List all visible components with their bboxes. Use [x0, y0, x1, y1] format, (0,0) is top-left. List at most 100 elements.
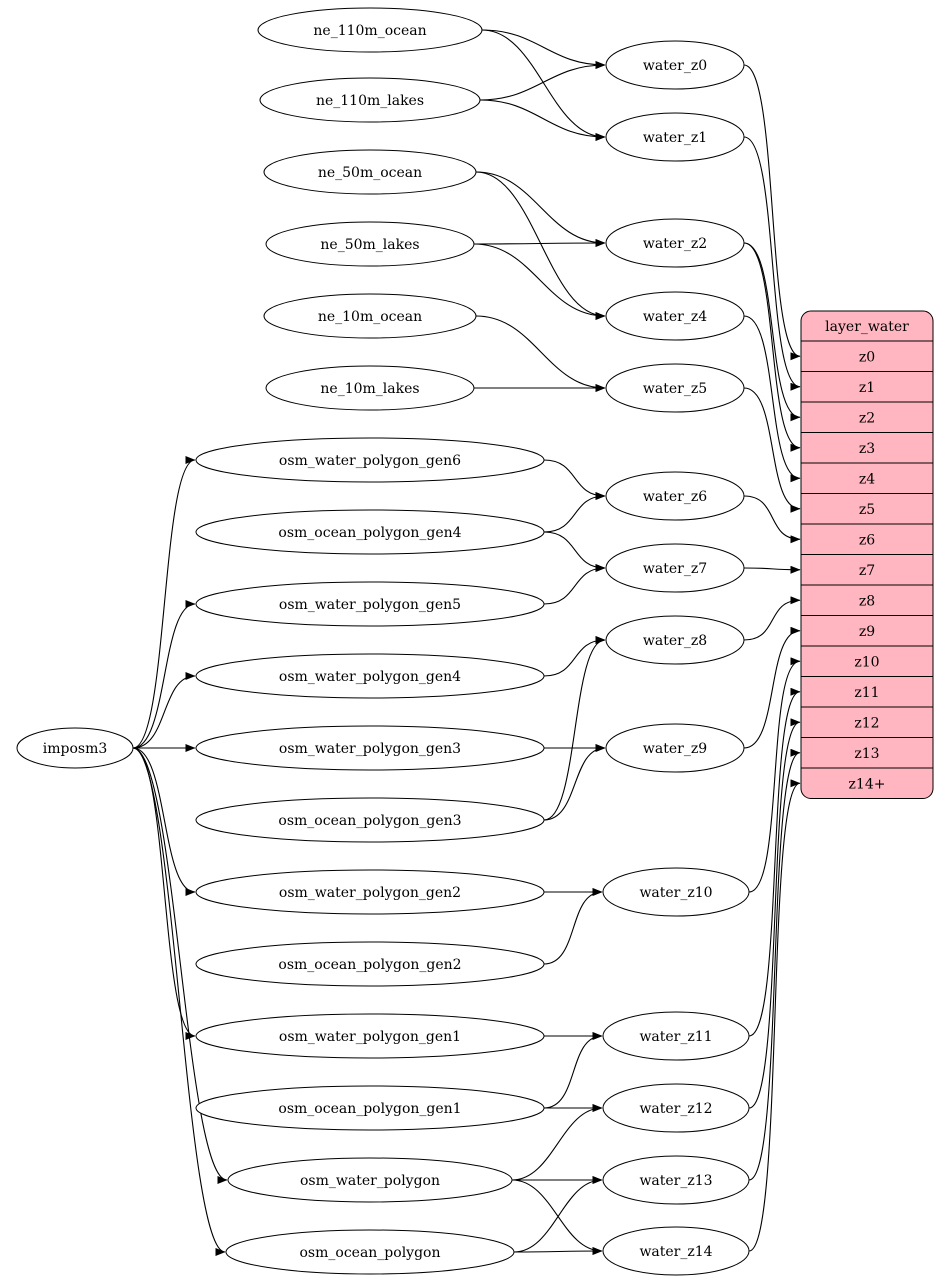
node-shape: [257, 7, 483, 53]
table-row-z7: z7: [859, 563, 875, 579]
edge-osm_ocean_polygon_gen2-to-water_z10: [543, 888, 603, 965]
node-label: ne_50m_ocean: [318, 165, 422, 181]
node-shape: [265, 365, 475, 411]
table-row-z0: z0: [859, 349, 875, 365]
node-water_z7: water_z7: [605, 543, 745, 593]
node-water_z13: water_z13: [602, 1155, 750, 1205]
node-shape: [195, 509, 545, 555]
edge-osm_ocean_polygon_gen3-to-water_z8: [543, 636, 606, 821]
edge-osm_ocean_polygon_gen3-to-water_z9: [543, 744, 606, 821]
edge-osm_ocean_polygon_gen4-to-water_z6: [543, 492, 606, 533]
edge-ne_50m_lakes-to-water_z4: [473, 243, 606, 320]
node-osm_ocean_polygon_gen4: osm_ocean_polygon_gen4: [195, 509, 545, 555]
edge-imposm3-to-osm_ocean_polygon: [132, 747, 226, 1256]
node-shape: [195, 869, 545, 915]
node-label: water_z1: [643, 130, 707, 146]
node-label: osm_water_polygon_gen2: [279, 885, 461, 901]
node-shape: [195, 1085, 545, 1131]
table-layer-water: layer_waterz0z1z2z3z4z5z6z7z8z9z10z11z12…: [800, 310, 934, 799]
edge-water_z11-to-layer_water.z11: [748, 687, 801, 1037]
table-row-z14+: z14+: [849, 776, 886, 792]
table-row-z12: z12: [854, 715, 879, 731]
edge-ne_50m_lakes-to-water_z2: [473, 239, 606, 248]
table-row-z2: z2: [859, 410, 875, 426]
node-shape: [602, 867, 750, 917]
node-osm_water_polygon_gen5: osm_water_polygon_gen5: [195, 581, 545, 627]
node-label: osm_water_polygon_gen1: [279, 1029, 461, 1045]
node-shape: [602, 1155, 750, 1205]
node-osm_ocean_polygon_gen1: osm_ocean_polygon_gen1: [195, 1085, 545, 1131]
edge-water_z7-to-layer_water.z7: [743, 565, 801, 574]
edge-water_z2-to-layer_water.z3: [743, 242, 801, 452]
node-label: osm_water_polygon_gen6: [279, 453, 461, 469]
node-label: osm_ocean_polygon_gen3: [278, 813, 461, 829]
table-title: layer_water: [825, 319, 909, 335]
node-label: water_z13: [639, 1173, 712, 1189]
edge-osm_water_polygon_gen5-to-water_z7: [543, 564, 606, 605]
node-ne_110m_lakes: ne_110m_lakes: [259, 77, 481, 123]
edge-water_z13-to-layer_water.z13: [748, 748, 801, 1181]
edge-water_z8-to-layer_water.z8: [743, 596, 801, 641]
node-shape: [195, 941, 545, 987]
node-shape: [602, 1226, 750, 1276]
node-label: water_z11: [639, 1029, 712, 1045]
edge-imposm3-to-osm_water_polygon_gen2: [132, 747, 196, 896]
node-shape: [602, 1083, 750, 1133]
node-shape: [195, 797, 545, 843]
node-water_z8: water_z8: [605, 615, 745, 665]
node-shape: [227, 1157, 513, 1203]
node-osm_ocean_polygon: osm_ocean_polygon: [225, 1229, 515, 1275]
node-label: water_z8: [643, 633, 707, 649]
node-shape: [259, 77, 481, 123]
table-row-z11: z11: [854, 685, 879, 701]
node-label: osm_water_polygon_gen4: [279, 669, 461, 685]
edge-osm_ocean_polygon_gen1-to-water_z11: [543, 1032, 603, 1109]
node-ne_50m_lakes: ne_50m_lakes: [265, 221, 475, 267]
table-row-z10: z10: [854, 654, 879, 670]
edge-water_z4-to-layer_water.z4: [743, 315, 801, 483]
node-label: osm_ocean_polygon_gen4: [278, 525, 461, 541]
edge-imposm3-to-osm_water_polygon_gen4: [132, 672, 196, 749]
node-label: water_z12: [639, 1101, 712, 1117]
node-shape: [16, 727, 134, 769]
node-osm_water_polygon_gen6: osm_water_polygon_gen6: [195, 437, 545, 483]
edge-water_z5-to-layer_water.z5: [743, 387, 801, 513]
node-shape: [195, 725, 545, 771]
node-shape: [195, 581, 545, 627]
node-ne_110m_ocean: ne_110m_ocean: [257, 7, 483, 53]
table-row-z6: z6: [859, 532, 875, 548]
node-osm_water_polygon_gen2: osm_water_polygon_gen2: [195, 869, 545, 915]
node-label: water_z4: [643, 309, 707, 325]
node-osm_water_polygon_gen3: osm_water_polygon_gen3: [195, 725, 545, 771]
node-shape: [225, 1229, 515, 1275]
node-shape: [605, 615, 745, 665]
node-label: imposm3: [43, 741, 108, 757]
node-shape: [263, 293, 477, 339]
node-water_z11: water_z11: [602, 1011, 750, 1061]
node-osm_water_polygon: osm_water_polygon: [227, 1157, 513, 1203]
table-row-z4: z4: [859, 471, 875, 487]
edge-ne_10m_ocean-to-water_z5: [475, 315, 606, 392]
node-label: water_z2: [643, 236, 707, 252]
node-water_z4: water_z4: [605, 291, 745, 341]
node-shape: [605, 363, 745, 413]
node-label: osm_water_polygon: [300, 1173, 440, 1189]
edge-water_z9-to-layer_water.z9: [743, 626, 801, 749]
node-label: ne_110m_lakes: [316, 93, 424, 109]
table-row-z8: z8: [859, 593, 875, 609]
node-shape: [605, 291, 745, 341]
node-water_z12: water_z12: [602, 1083, 750, 1133]
edge-osm_water_polygon-to-water_z12: [511, 1104, 603, 1181]
node-osm_ocean_polygon_gen2: osm_ocean_polygon_gen2: [195, 941, 545, 987]
node-water_z6: water_z6: [605, 471, 745, 521]
table-row-z3: z3: [859, 441, 875, 457]
node-ne_10m_ocean: ne_10m_ocean: [263, 293, 477, 339]
node-label: water_z7: [643, 561, 707, 577]
node-label: osm_ocean_polygon: [300, 1245, 441, 1261]
node-shape: [605, 112, 745, 162]
node-label: osm_ocean_polygon_gen1: [278, 1101, 461, 1117]
edges-layer: [132, 29, 801, 1256]
node-shape: [605, 218, 745, 268]
table-row-z9: z9: [859, 624, 875, 640]
edge-imposm3-to-osm_water_polygon_gen6: [132, 456, 196, 749]
